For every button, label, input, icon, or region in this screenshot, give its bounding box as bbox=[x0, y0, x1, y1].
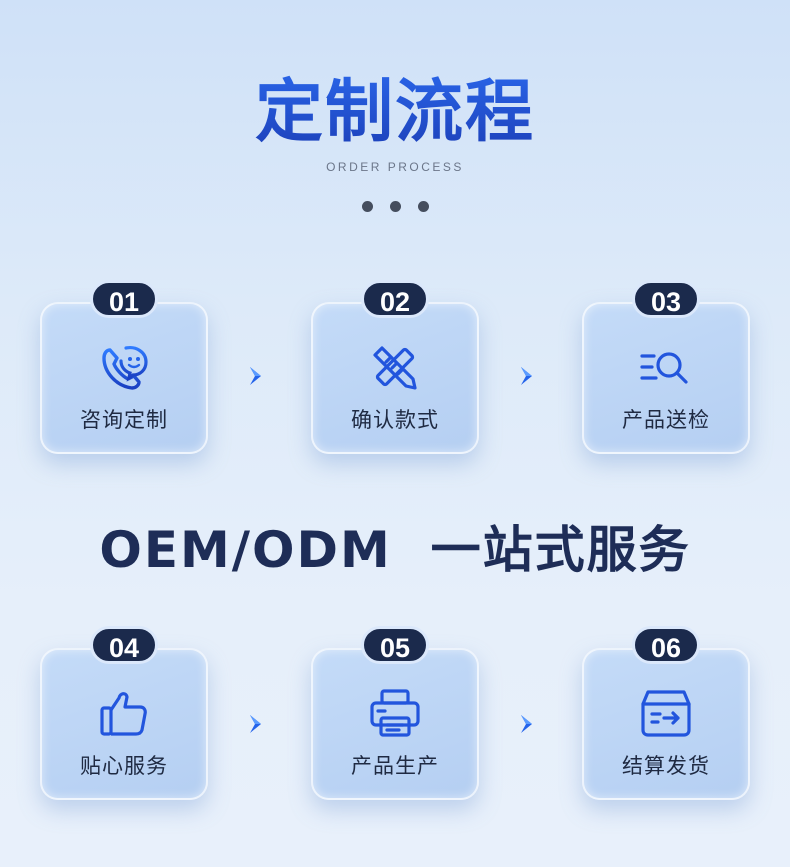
divider-dot bbox=[390, 201, 401, 212]
chevron-right-icon bbox=[521, 367, 532, 385]
step-label: 咨询定制 bbox=[80, 408, 168, 432]
phone-chat-icon bbox=[102, 346, 148, 390]
step-card-delivery[interactable]: 结算发货 bbox=[582, 648, 750, 800]
step-card-service[interactable]: 贴心服务 bbox=[40, 648, 208, 800]
delivery-box-icon bbox=[641, 690, 691, 737]
step-label: 贴心服务 bbox=[80, 754, 168, 778]
page-title: 定制流程 bbox=[0, 56, 790, 155]
chevron-right-icon bbox=[250, 367, 261, 385]
step-label: 产品送检 bbox=[622, 408, 710, 432]
step-number-badge: 02 bbox=[361, 280, 429, 318]
oem-odm-slogan: OEM/ODM 一站式服务 bbox=[99, 521, 691, 579]
divider-dot bbox=[418, 201, 429, 212]
divider-dot bbox=[362, 201, 373, 212]
pencil-ruler-icon bbox=[373, 346, 417, 390]
step-number-badge: 06 bbox=[632, 626, 700, 664]
step-card-confirm-style[interactable]: 确认款式 bbox=[311, 302, 479, 454]
page-subtitle: ORDER PROCESS bbox=[326, 160, 464, 174]
thumbs-up-icon bbox=[100, 692, 147, 736]
step-label: 确认款式 bbox=[351, 408, 439, 432]
search-list-icon bbox=[640, 352, 688, 384]
printer-icon bbox=[370, 689, 420, 737]
step-card-production[interactable]: 产品生产 bbox=[311, 648, 479, 800]
step-number-badge: 01 bbox=[90, 280, 158, 318]
dots-divider bbox=[362, 201, 429, 213]
chevron-right-icon bbox=[521, 715, 532, 733]
chevron-right-icon bbox=[250, 715, 261, 733]
step-number-badge: 03 bbox=[632, 280, 700, 318]
step-card-inspection[interactable]: 产品送检 bbox=[582, 302, 750, 454]
step-label: 结算发货 bbox=[622, 754, 710, 778]
step-label: 产品生产 bbox=[351, 754, 439, 778]
step-card-consult[interactable]: 咨询定制 bbox=[40, 302, 208, 454]
step-number-badge: 04 bbox=[90, 626, 158, 664]
step-number-badge: 05 bbox=[361, 626, 429, 664]
